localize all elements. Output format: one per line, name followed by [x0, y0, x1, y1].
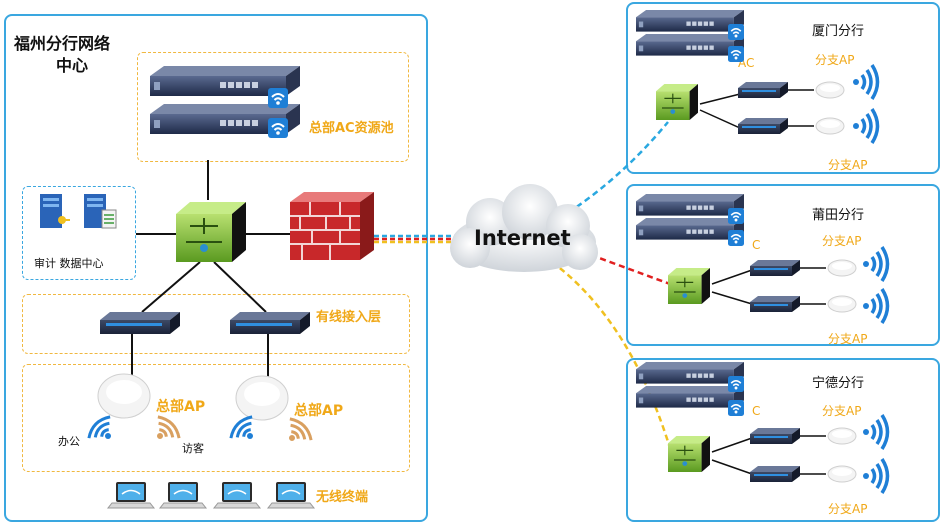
internet-label: Internet [474, 226, 571, 250]
wireless-terminal-label: 无线终端 [316, 490, 369, 505]
data-center-zone [22, 186, 136, 280]
link-core-to-access2 [213, 261, 267, 313]
branch-link [711, 291, 753, 305]
branch-ap-icon [827, 465, 857, 483]
branch-ap-label-ningde-top: 分支AP [822, 404, 862, 418]
wired-access-label: 有线接入层 [316, 310, 382, 325]
wifi-badge-icon [727, 375, 745, 393]
branch-ac-server-2 [636, 386, 744, 408]
branch-ac-server-1 [636, 10, 744, 32]
wifi-badge-icon [267, 87, 289, 109]
office-wifi-icon [229, 415, 253, 439]
branch-ap-icon [827, 259, 857, 277]
guest-label: 访客 [182, 442, 204, 455]
branch-ap-label-xiamen-bottom: 分支AP [828, 158, 868, 172]
wifi-badge-icon [727, 229, 745, 247]
link-core-to-access1 [141, 261, 201, 313]
audit-server-icon [40, 194, 70, 228]
wifi-signal-icon [861, 287, 890, 325]
branch-core-switch-icon [655, 83, 699, 121]
ac-pool-zone [137, 52, 409, 162]
branch-ac-server-2 [636, 218, 744, 240]
core-switch-icon [175, 201, 247, 263]
access-switch-icon [230, 312, 310, 334]
wifi-signal-icon [861, 245, 890, 283]
wifi-signal-icon [861, 413, 890, 451]
guest-wifi-icon [289, 417, 313, 441]
internet-cloud-icon [450, 184, 598, 272]
branch-switch-icon [750, 466, 800, 482]
wifi-signal-icon [861, 457, 890, 495]
link-to-ningde [551, 260, 672, 449]
wifi-signal-icon [851, 63, 880, 101]
branch-ac-partial-ningde: C [752, 404, 761, 418]
hq-ap-icon [235, 375, 289, 421]
branch-name-putian: 莆田分行 [812, 208, 865, 223]
office-label: 办公 [58, 435, 80, 448]
branch-ac-server-1 [636, 362, 744, 384]
data-center-server-icon [84, 194, 117, 229]
laptop-icon [267, 481, 315, 509]
branch-ap-label-xiamen-top: 分支AP [815, 53, 855, 67]
branch-ac-server-1 [636, 194, 744, 216]
branch-link [711, 269, 753, 285]
laptop-icon [159, 481, 207, 509]
branch-link [711, 437, 753, 453]
hq-panel [4, 14, 428, 522]
firewall-icon [290, 192, 374, 260]
branch-ac-server-2 [636, 34, 744, 56]
branch-switch-icon [750, 296, 800, 312]
office-wifi-icon [87, 415, 111, 439]
hq-ap-label-1: 总部AP [156, 399, 206, 415]
wifi-badge-icon [267, 117, 289, 139]
laptop-icon [107, 481, 155, 509]
branch-ap-label-putian-top: 分支AP [822, 234, 862, 248]
branch-switch-icon [738, 118, 788, 134]
branch-switch-icon [750, 428, 800, 444]
branch-core-switch-icon [667, 267, 711, 305]
wifi-signal-icon [851, 107, 880, 145]
branch-name-xiamen: 厦门分行 [812, 24, 865, 39]
wifi-badge-icon [727, 45, 745, 63]
hq-title-line2: 中心 [56, 56, 89, 75]
wireless-zone [22, 364, 410, 472]
wifi-badge-icon [727, 23, 745, 41]
branch-link [699, 93, 741, 105]
branch-ap-label-putian-bottom: 分支AP [828, 332, 868, 346]
branch-ap-icon [815, 81, 845, 99]
branch-ac-partial-putian: C [752, 238, 761, 252]
branch-ap-label-ningde-bottom: 分支AP [828, 502, 868, 516]
branch-switch-icon [738, 82, 788, 98]
ac-pool-label: 总部AC资源池 [309, 121, 394, 136]
hq-title-line1: 福州分行网络 [14, 34, 111, 53]
branch-core-switch-icon [667, 435, 711, 473]
data-center-label: 审计 数据中心 [34, 257, 104, 270]
branch-name-ningde: 宁德分行 [812, 376, 865, 391]
branch-link [699, 109, 741, 129]
wired-access-zone [22, 294, 410, 354]
branch-switch-icon [750, 260, 800, 276]
branch-link [711, 459, 753, 475]
link-to-xiamen [559, 121, 669, 220]
hq-ap-label-2: 总部AP [294, 403, 344, 419]
hq-ap-icon [97, 373, 151, 419]
link-to-putian [571, 246, 671, 286]
wifi-badge-icon [727, 399, 745, 417]
branch-ap-icon [827, 295, 857, 313]
guest-wifi-icon [157, 415, 181, 439]
branch-ap-icon [827, 427, 857, 445]
wan-links [374, 121, 672, 449]
wifi-badge-icon [727, 207, 745, 225]
laptop-icon [213, 481, 261, 509]
access-switch-icon [100, 312, 180, 334]
branch-ap-icon [815, 117, 845, 135]
